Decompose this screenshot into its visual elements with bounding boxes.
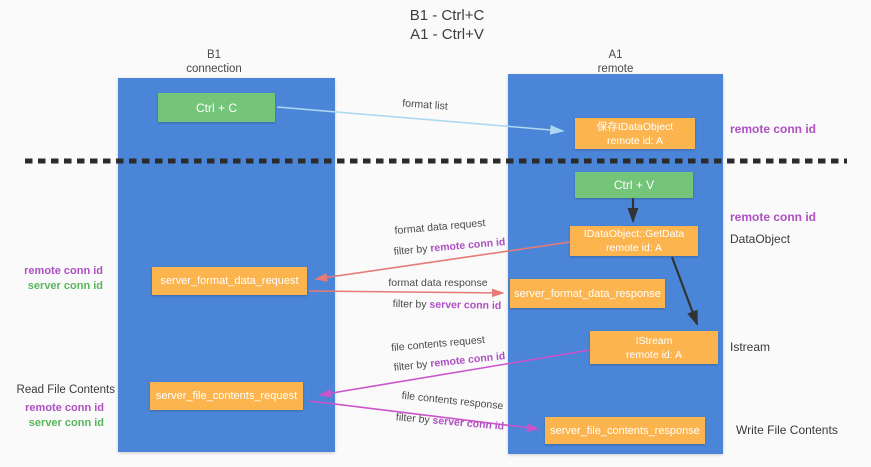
filter-prefix-4: filter by	[395, 411, 434, 427]
node-getdata-line2: remote id: A	[605, 242, 663, 254]
edge-label-file-contents-response: file contents response	[401, 389, 504, 413]
node-istream: IStream remote id: A	[590, 331, 718, 364]
node-server-file-contents-response-label: server_file_contents_response	[550, 424, 700, 437]
filter-key-2: server conn id	[429, 298, 502, 312]
node-getdata-line1: IDataObject::GetData	[583, 228, 685, 240]
node-save-idataobject: 保存IDataObject remote id: A	[575, 118, 695, 149]
node-save-idataobject-line1: 保存IDataObject	[596, 120, 674, 133]
node-ctrl-c-label: Ctrl + C	[195, 100, 237, 115]
edge-label-filter-server-1: filter by server conn id	[372, 298, 522, 313]
annotation-remote-conn-id-mid: remote conn id	[730, 210, 817, 224]
edge-label-format-list: format list	[401, 97, 449, 113]
filter-prefix-1: filter by	[393, 242, 431, 258]
filter-key-3: remote conn id	[429, 350, 506, 370]
annotation-server-conn-id-1: server conn id	[27, 280, 103, 292]
node-server-file-contents-request-label: server_file_contents_request	[155, 390, 298, 402]
node-server-file-contents-request: server_file_contents_request	[150, 382, 303, 410]
node-ctrl-v-label: Ctrl + V	[613, 178, 655, 192]
node-save-idataobject-line2: remote id: A	[606, 134, 664, 147]
edge-label-filter-remote-1: filter by remote conn id	[372, 234, 527, 259]
lane-header-b1: B1 connection	[106, 49, 322, 76]
annotation-write-file-contents: Write File Contents	[736, 423, 838, 437]
lane-b1-name: B1	[206, 49, 222, 61]
node-istream-line1: IStream	[635, 334, 673, 347]
annotation-server-conn-id-2: server conn id	[28, 417, 104, 429]
filter-key-4: server conn id	[432, 414, 505, 433]
filter-prefix-2: filter by	[392, 298, 430, 311]
lane-b1-role: connection	[186, 62, 242, 75]
lane-a1-name: A1	[608, 49, 623, 61]
edge-label-format-data-response: format data response	[388, 277, 488, 289]
annotation-remote-conn-id-1: remote conn id	[24, 265, 103, 277]
annotation-left-conn-ids-2: remote conn id server conn id	[0, 401, 104, 431]
node-istream-line2: remote id: A	[625, 348, 683, 361]
diagram-title-line1: B1 - Ctrl+C	[409, 7, 485, 24]
node-server-format-data-request-label: server_format_data_request	[160, 275, 299, 287]
annotation-istream: Istream	[730, 340, 771, 354]
annotation-remote-conn-id-2: remote conn id	[25, 402, 104, 414]
node-server-file-contents-response: server_file_contents_response	[545, 417, 705, 444]
node-server-format-data-request: server_format_data_request	[152, 267, 307, 295]
filter-key-1: remote conn id	[429, 236, 506, 255]
annotation-dataobject: DataObject	[730, 232, 791, 246]
edge-label-filter-server-2: filter by server conn id	[375, 409, 525, 434]
node-server-format-data-response: server_format_data_response	[510, 279, 665, 308]
annotation-remote-conn-id-top: remote conn id	[730, 122, 817, 136]
diagram-title-line2: A1 - Ctrl+V	[410, 26, 484, 43]
annotation-read-file-contents: Read File Contents	[16, 384, 115, 396]
lane-a1-role: remote	[597, 62, 634, 75]
node-idataobject-getdata: IDataObject::GetData remote id: A	[570, 226, 698, 256]
node-ctrl-c: Ctrl + C	[158, 93, 275, 122]
filter-prefix-3: filter by	[393, 358, 431, 374]
node-ctrl-v: Ctrl + V	[575, 172, 693, 198]
arrow-format-data-response	[308, 288, 505, 298]
edge-label-format-data-request: format data request	[394, 217, 486, 237]
node-server-format-data-response-label: server_format_data_response	[514, 287, 661, 300]
lane-header-a1: A1 remote	[508, 49, 723, 76]
annotation-left-conn-ids-1: remote conn id server conn id	[0, 264, 103, 294]
